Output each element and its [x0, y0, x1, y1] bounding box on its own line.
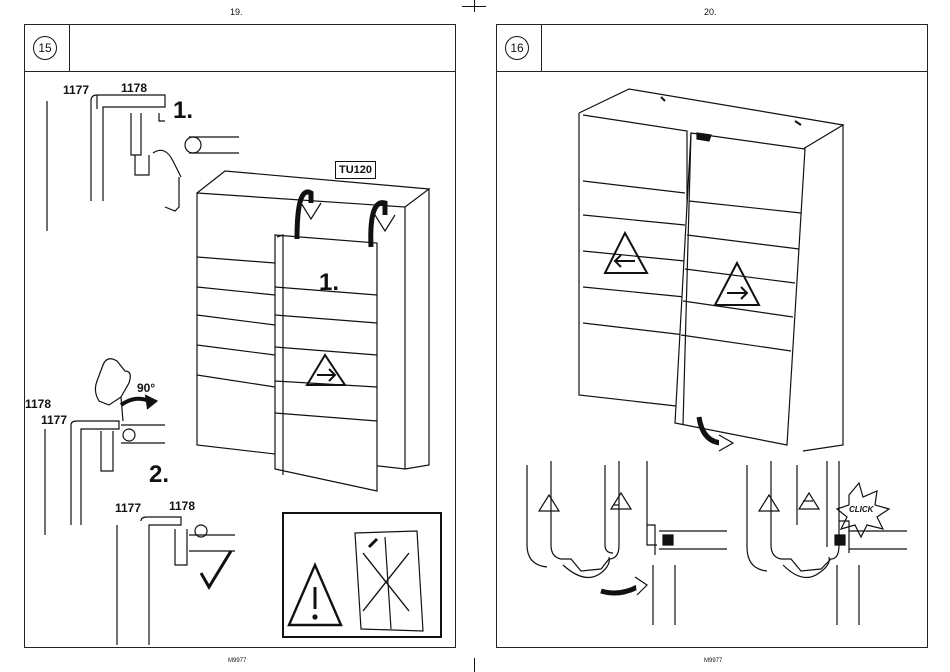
door-step-one-marker: 1. [319, 269, 339, 297]
rail-detail-before-click [527, 461, 727, 625]
rail-detail-top [47, 95, 239, 231]
crop-mark-top-h [462, 6, 486, 7]
crop-mark-bottom [474, 658, 475, 672]
part-label-1177-mid: 1177 [41, 413, 67, 427]
step-one-marker: 1. [173, 97, 193, 125]
step-two-marker: 2. [149, 461, 169, 489]
wardrobe-step-16 [579, 89, 843, 451]
left-page: 15 [24, 24, 456, 648]
wardrobe-step-15 [197, 171, 429, 491]
part-label-1177-top: 1177 [63, 83, 89, 97]
right-illustration [497, 25, 929, 649]
rail-detail-bottom [117, 517, 235, 645]
left-page-number: 19. [230, 7, 243, 17]
right-page-number: 20. [704, 7, 717, 17]
click-label: CLICK [849, 505, 873, 514]
part-label-1178-bottom: 1178 [169, 499, 195, 513]
rotation-label: 90° [137, 381, 155, 395]
rail-detail-after-click [747, 461, 907, 625]
part-label-1177-bottom: 1177 [115, 501, 141, 515]
left-footer-code: M9977 [228, 658, 246, 664]
right-page: 16 [496, 24, 928, 648]
right-footer-code: M9977 [704, 658, 722, 664]
part-label-1178-mid: 1178 [25, 397, 51, 411]
part-label-1178-top: 1178 [121, 81, 147, 95]
hardware-tag: TU120 [335, 161, 376, 179]
warning-inset [283, 513, 441, 637]
left-illustration [25, 25, 457, 649]
